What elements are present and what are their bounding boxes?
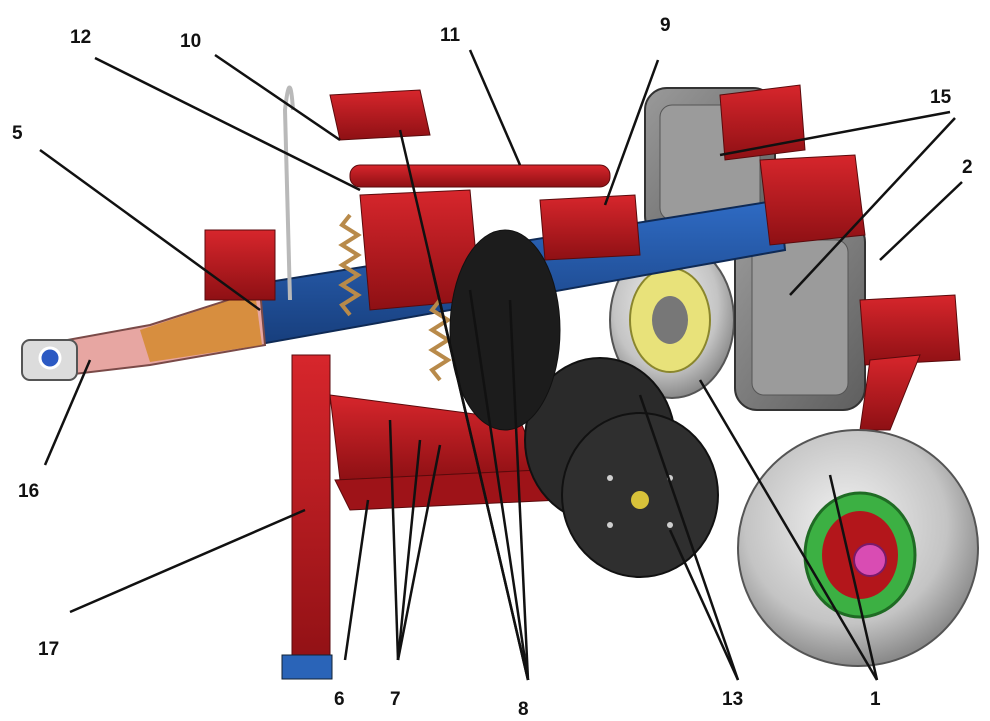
- label-13: 13: [722, 689, 744, 710]
- label-1: 1: [870, 689, 881, 710]
- marker-rod: [282, 85, 295, 301]
- label-8: 8: [518, 699, 529, 720]
- label-17: 17: [38, 639, 60, 660]
- opener-discs: [449, 229, 719, 578]
- gauge-wheel: [737, 429, 979, 667]
- label-7: 7: [390, 689, 401, 710]
- hitch-drawbar: [21, 288, 267, 381]
- rear-press-wheel: [609, 241, 735, 399]
- label-10: 10: [180, 31, 202, 52]
- label-15: 15: [930, 87, 952, 108]
- label-12: 12: [70, 27, 92, 48]
- leader-lines: [39, 49, 963, 681]
- label-16: 16: [18, 481, 40, 502]
- label-11: 11: [440, 25, 461, 46]
- label-9: 9: [660, 15, 671, 36]
- label-6: 6: [334, 689, 345, 710]
- label-2: 2: [962, 157, 973, 178]
- label-5: 5: [12, 123, 23, 144]
